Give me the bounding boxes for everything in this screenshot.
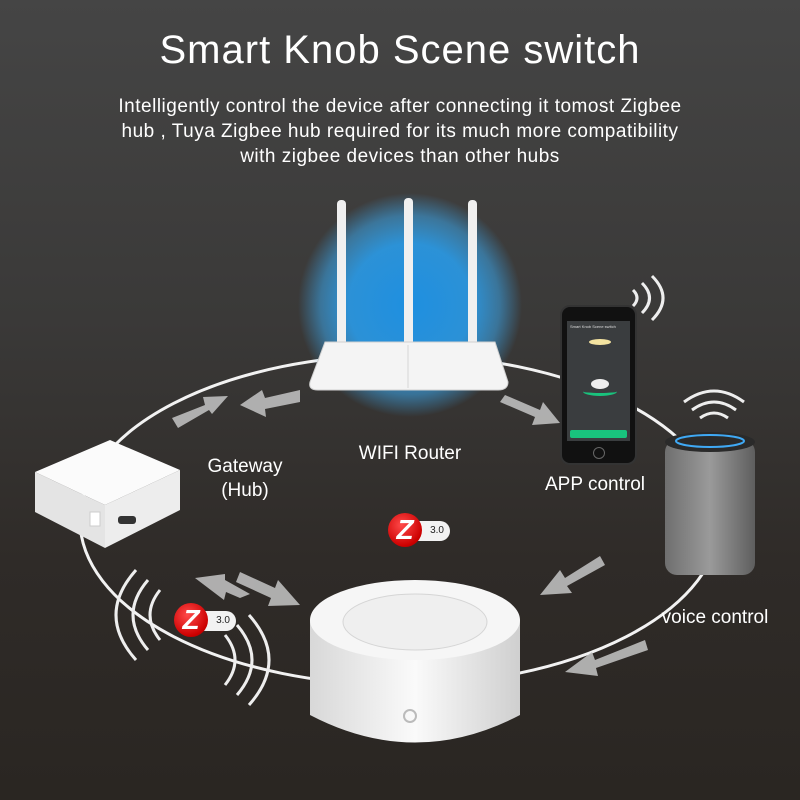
smartphone-app: Smart Knob Scene switch [560,305,637,465]
subtitle-line: hub , Tuya Zigbee hub required for its m… [121,121,679,142]
router-label: WIFI Router [358,443,462,464]
wifi-waves-icon [631,274,745,420]
voice-control-label: voice control [661,607,769,628]
page-subtitle: Intelligently control the device after c… [20,94,780,169]
subtitle-line: with zigbee devices than other hubs [240,146,560,167]
app-control-label: APP control [545,474,645,495]
arrow-speaker-to-knob-top [540,556,605,595]
arrow-router-to-gateway [240,390,300,417]
smart-knob-device [310,580,520,743]
arrow-gateway-knob-right [236,572,300,606]
phone-screen-title: Smart Knob Scene switch [570,324,616,329]
zigbee-badge: Z 3.0 [174,603,238,639]
hub-label: (Hub) [221,480,269,501]
gateway-hub-device [35,440,180,548]
arrow-speaker-to-knob-bottom [565,640,648,676]
zigbee-badge: Z 3.0 [388,513,452,549]
smart-speaker-device [665,432,755,575]
subtitle-line: Intelligently control the device after c… [118,96,682,117]
flow-arrows [172,390,648,676]
arrow-gateway-knob-left [195,574,250,600]
arrow-router-to-app [500,395,560,425]
zigbee-signal-waves-icon [114,569,271,706]
gateway-label: Gateway [207,456,283,477]
phone-screen: Smart Knob Scene switch [567,321,630,441]
router-body [309,341,509,391]
arrow-gateway-to-router [172,396,228,428]
router-antennas [337,198,477,350]
zigbee-logo-icon: Z [388,513,422,547]
zigbee-logo-icon: Z [174,603,208,637]
page-title: Smart Knob Scene switch [159,28,641,72]
